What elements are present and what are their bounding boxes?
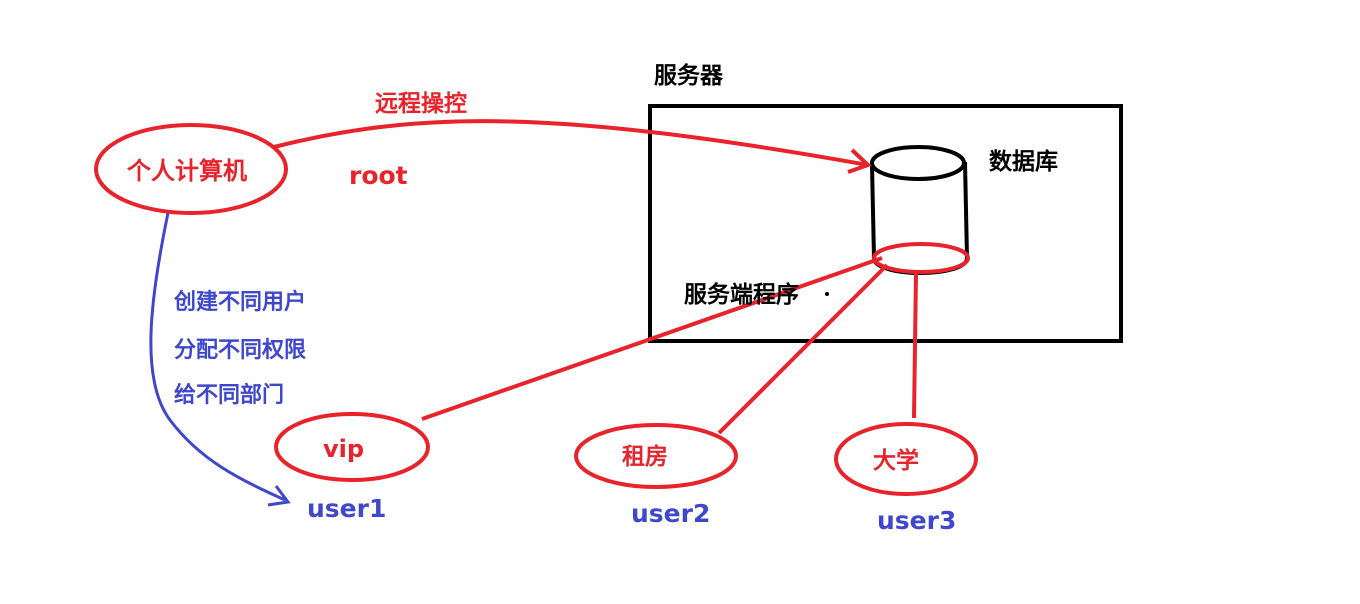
root-label: root <box>349 161 408 190</box>
pc-label: 个人计算机 <box>127 157 247 185</box>
database-cylinder <box>870 145 969 275</box>
remote-control-arrowhead <box>847 148 872 174</box>
rent-db-link <box>717 263 889 435</box>
remote-control-arrow <box>273 119 869 167</box>
rent-ellipse <box>574 423 738 489</box>
database-bottom-ellipse <box>872 242 970 274</box>
database-label: 数据库 <box>989 149 1058 175</box>
user3-label: user3 <box>877 506 957 535</box>
server-title: 服务器 <box>654 63 723 89</box>
university-ellipse <box>834 422 978 496</box>
vip-label: vip <box>323 435 365 463</box>
assign-permissions-note: 分配不同权限 <box>174 338 307 363</box>
user1-label: user1 <box>307 494 387 523</box>
remote-control-label: 远程操控 <box>375 91 467 117</box>
server-box <box>648 104 1123 343</box>
university-db-link <box>912 271 918 419</box>
rent-label: 租房 <box>622 444 668 470</box>
server-program-label: 服务端程序 <box>684 282 799 308</box>
pc-ellipse <box>94 123 288 215</box>
create-users-note: 创建不同用户 <box>174 290 307 315</box>
university-label: 大学 <box>873 448 919 474</box>
create-users-arrow <box>149 212 286 502</box>
vip-db-link <box>421 256 883 421</box>
departments-note: 给不同部门 <box>174 383 285 408</box>
vip-ellipse <box>274 412 430 482</box>
create-users-arrowhead <box>267 485 291 507</box>
program-dot <box>825 292 829 296</box>
user2-label: user2 <box>631 499 711 528</box>
